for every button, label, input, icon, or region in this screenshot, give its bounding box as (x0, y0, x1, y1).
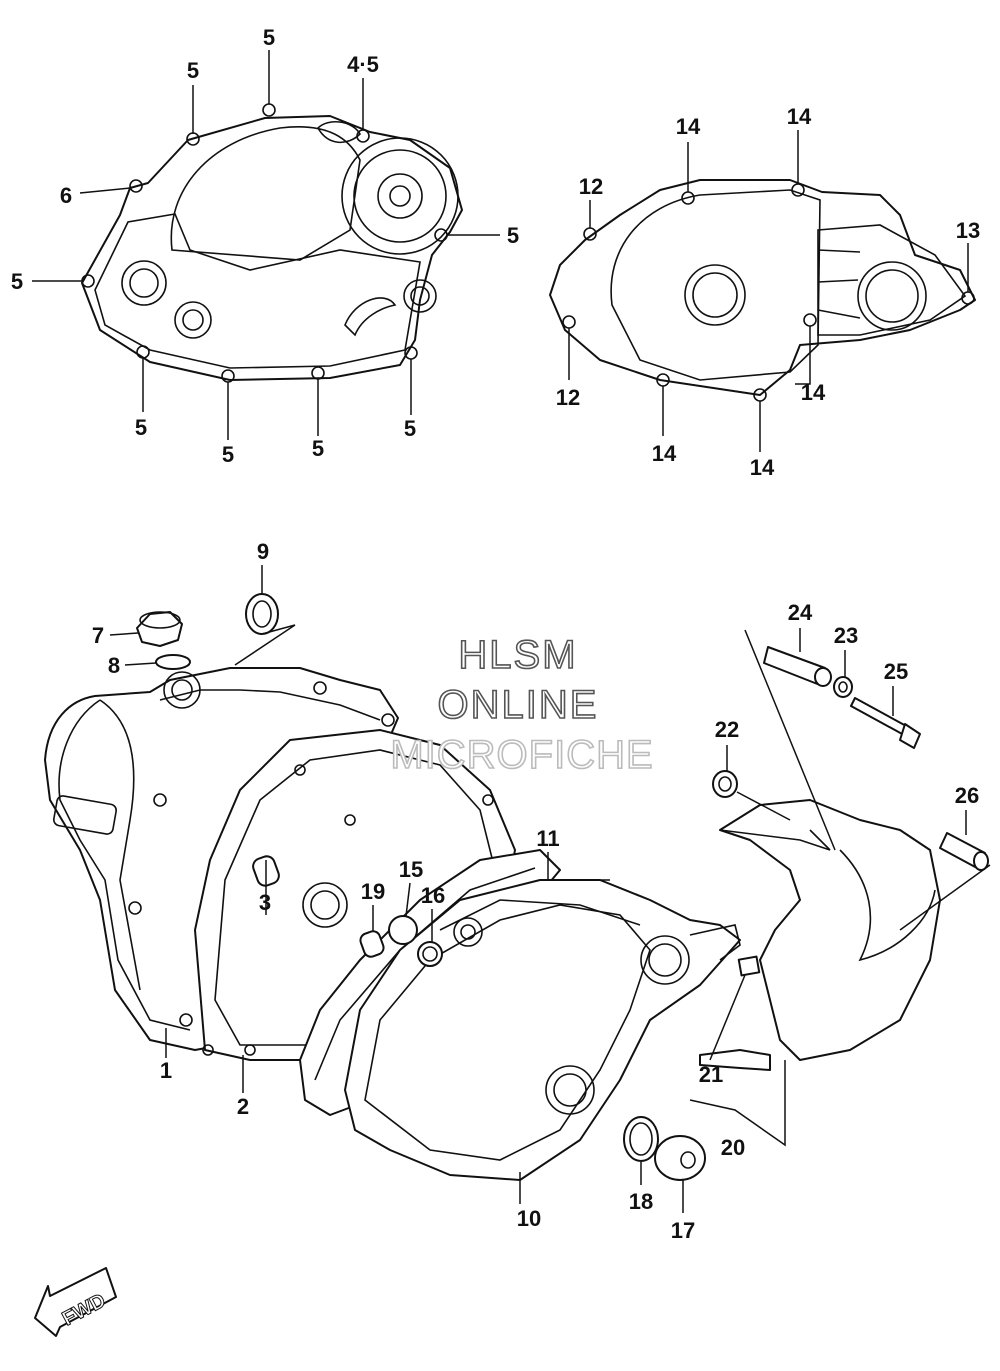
callout-19: 19 (361, 879, 385, 904)
callout-14: 14 (676, 114, 701, 139)
callout-6: 6 (60, 183, 72, 208)
callout-24: 24 (788, 600, 813, 625)
watermark-line-2: ONLINE (438, 683, 599, 727)
callout-8: 8 (108, 653, 120, 678)
callout-17: 17 (671, 1218, 695, 1243)
callout-14: 14 (801, 380, 826, 405)
callout-10: 10 (517, 1206, 541, 1231)
callout-5: 5 (135, 415, 147, 440)
callout-26: 26 (955, 783, 979, 808)
oil-filler-cap (136, 611, 183, 647)
callout-12: 12 (556, 385, 580, 410)
generator-cover (549, 179, 976, 402)
callout-12: 12 (579, 174, 603, 199)
callout-5: 5 (312, 436, 324, 461)
callout-15: 15 (399, 857, 423, 882)
callout-18: 18 (629, 1189, 653, 1214)
callout-numbers: 5 5 4·5 6 5 5 5 5 5 5 14 14 12 13 12 14 … (11, 25, 980, 1243)
callout-23: 23 (834, 623, 858, 648)
callout-11: 11 (536, 826, 559, 851)
callout-14: 14 (652, 441, 677, 466)
sprocket-cover-assembly (699, 799, 941, 1071)
callout-5: 5 (404, 416, 416, 441)
callout-25: 25 (884, 659, 908, 684)
oil-seal (245, 593, 279, 635)
callout-9: 9 (257, 539, 269, 564)
callout-1: 1 (160, 1058, 172, 1083)
callout-3: 3 (259, 890, 271, 915)
crankcase-cover (344, 879, 741, 1181)
callout-5: 5 (11, 269, 23, 294)
callout-16: 16 (421, 883, 445, 908)
inspection-plug (654, 1135, 706, 1181)
callout-4-5: 4·5 (347, 52, 379, 77)
forward-direction-arrow: FWD (34, 1267, 117, 1337)
callout-5: 5 (507, 223, 519, 248)
watermark-line-1: HLSM (458, 633, 577, 677)
callout-21: 21 (699, 1062, 723, 1087)
callout-5: 5 (263, 25, 275, 50)
callout-2: 2 (237, 1094, 249, 1119)
watermark-line-3: MICROFICHE (390, 733, 653, 777)
clutch-cover (81, 103, 463, 383)
leader-lines (32, 50, 991, 1213)
watermark: HLSM ONLINE MICROFICHE (390, 632, 654, 778)
callout-14: 14 (787, 104, 812, 129)
callout-13: 13 (956, 218, 980, 243)
small-parts (136, 593, 989, 1181)
callout-5: 5 (187, 58, 199, 83)
callout-7: 7 (92, 623, 104, 648)
callout-20: 20 (721, 1135, 745, 1160)
o-ring (155, 654, 191, 670)
callout-22: 22 (715, 717, 739, 742)
callout-14: 14 (750, 455, 775, 480)
callout-5: 5 (222, 442, 234, 467)
